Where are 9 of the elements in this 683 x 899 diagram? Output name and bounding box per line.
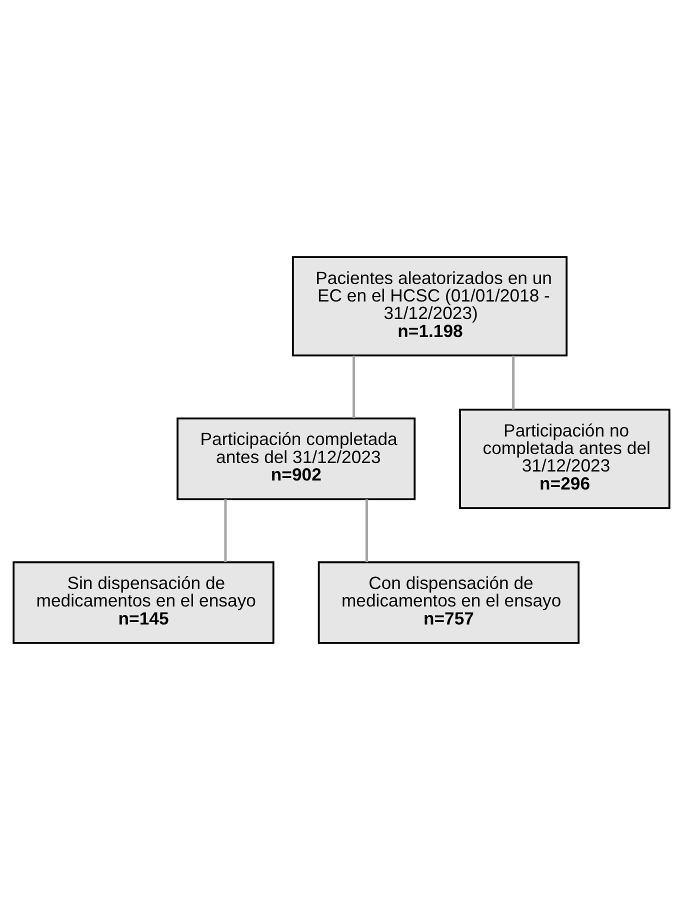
connector xyxy=(352,355,356,418)
connector xyxy=(512,355,515,410)
connector xyxy=(224,498,227,562)
node-box: Con dispensación de medicamentos en el ensayo n=757 xyxy=(318,560,580,644)
node-box: Participación no completada antes del 31/12/2023 n=296 xyxy=(459,408,670,508)
node-box: Participación completada antes del 31/12/2023 n=902 xyxy=(176,417,416,500)
connector xyxy=(365,498,368,562)
node-box: Pacientes aleatorizados en un EC en el HCSC (01/01/2018 - 31/12/2023) n=1.198 xyxy=(292,256,568,356)
node-box: Sin dispensación de medicamentos en el ensayo n=145 xyxy=(12,560,274,644)
